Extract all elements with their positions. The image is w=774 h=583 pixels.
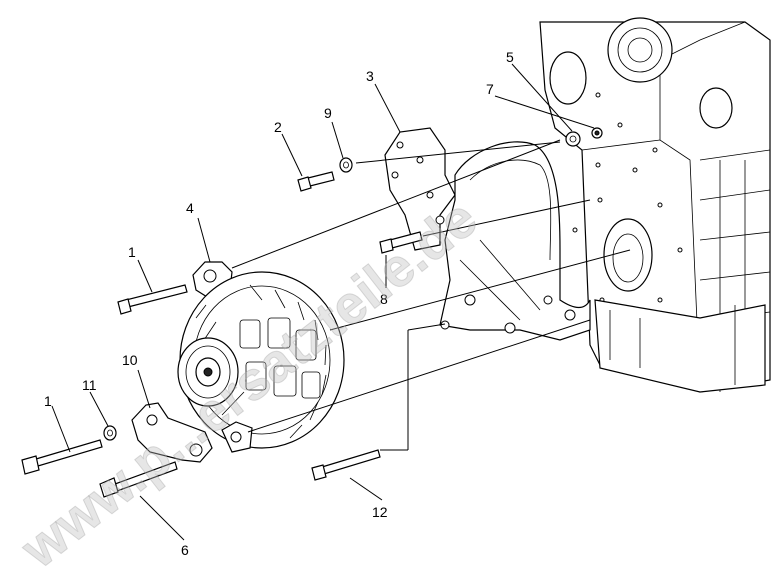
callout-5: 5 [506, 49, 514, 65]
callout-4: 4 [186, 200, 194, 216]
callout-9: 9 [324, 105, 332, 121]
callout-8: 8 [380, 291, 388, 307]
callout-2: 2 [274, 119, 282, 135]
engine-block [539, 17, 771, 393]
callout-11: 11 [82, 377, 97, 393]
callout-12: 12 [372, 504, 388, 520]
callout-1-upper: 1 [128, 244, 136, 260]
alternator [177, 261, 345, 453]
callout-10: 10 [122, 352, 138, 368]
fasteners [21, 157, 423, 498]
callout-labels: 1 1 2 3 4 5 6 7 8 9 10 11 12 [44, 49, 514, 558]
lower-bracket [131, 402, 213, 463]
callout-7: 7 [486, 81, 494, 97]
callout-3: 3 [366, 68, 374, 84]
leader-lines [51, 63, 631, 541]
callout-6: 6 [181, 542, 189, 558]
callout-1-lower: 1 [44, 393, 52, 409]
